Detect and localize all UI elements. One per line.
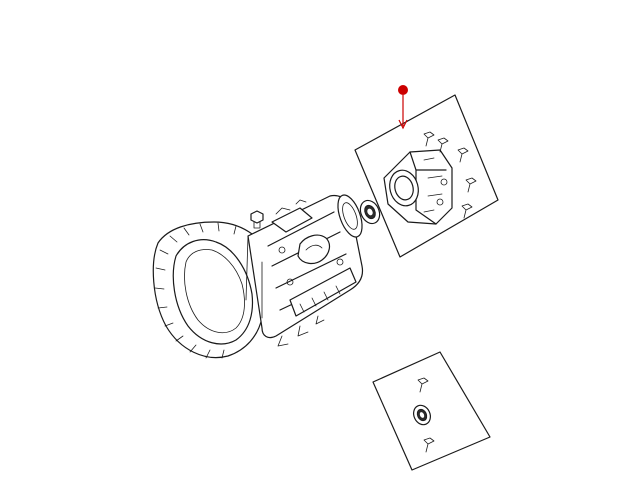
transmission-case	[152, 194, 364, 359]
extension-housing-kit-panel	[354, 94, 499, 258]
extension-housing	[383, 149, 453, 225]
kit-bolts	[423, 131, 477, 219]
seal-kit-panel	[372, 351, 491, 471]
extension-seal-ring	[359, 199, 381, 225]
callout-marker	[398, 85, 408, 130]
mounting-bolt	[250, 210, 264, 229]
